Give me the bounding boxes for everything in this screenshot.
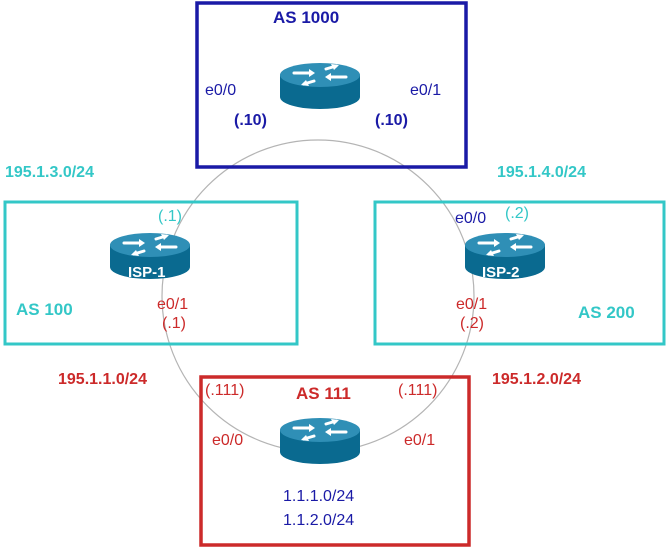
isp2-ip-top: (.2): [505, 205, 529, 222]
subnet-195-1-3: 195.1.3.0/24: [5, 164, 94, 181]
as111-ip-left: (.111): [205, 382, 245, 399]
subnet-195-1-1: 195.1.1.0/24: [58, 371, 147, 388]
isp2-ip-bottom: (.2): [460, 315, 484, 332]
as111-title: AS 111: [296, 384, 351, 403]
as111-router-icon: [278, 416, 362, 466]
as111-box: [199, 375, 471, 547]
as111-net-2: 1.1.2.0/24: [283, 512, 355, 529]
isp1-if-bottom: e0/1: [157, 296, 189, 313]
as1000-box: [195, 1, 468, 169]
as111-net-1: 1.1.1.0/24: [283, 488, 355, 505]
as1000-if-right: e0/1: [410, 82, 442, 99]
subnet-195-1-2: 195.1.2.0/24: [492, 371, 581, 388]
isp2-if-top: e0/0: [455, 210, 487, 227]
as111-if-left: e0/0: [212, 432, 244, 449]
as1000-router-icon: [278, 61, 362, 111]
as200-title: AS 200: [578, 303, 635, 322]
as111-ip-right: (.111): [398, 382, 438, 399]
isp2-if-bottom: e0/1: [456, 296, 488, 313]
subnet-195-1-4: 195.1.4.0/24: [497, 164, 586, 181]
isp1-ip-top: (.1): [158, 208, 182, 225]
isp2-router-label: ISP-2: [482, 264, 520, 281]
as1000-title: AS 1000: [273, 8, 340, 27]
isp1-ip-bottom: (.1): [162, 315, 186, 332]
as1000-if-left: e0/0: [205, 82, 237, 99]
as1000-ip-right: (.10): [375, 112, 408, 129]
as100-title: AS 100: [16, 300, 73, 319]
as100-box: [3, 200, 299, 346]
as111-if-right: e0/1: [404, 432, 436, 449]
link-ring: [161, 139, 475, 453]
isp1-router-label: ISP-1: [128, 264, 166, 281]
as1000-ip-left: (.10): [234, 112, 267, 129]
as200-box: [373, 200, 666, 346]
